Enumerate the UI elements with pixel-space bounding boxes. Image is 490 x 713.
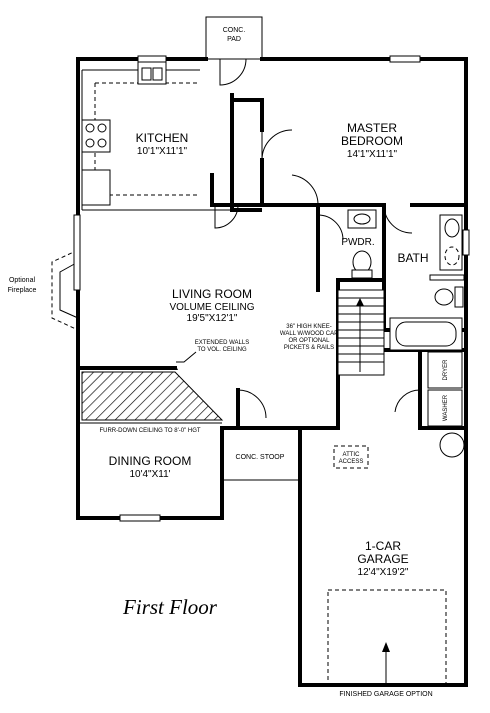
- master-dims: 14'1"X11'1": [347, 149, 398, 160]
- garage-dims: 12'4"X19'2": [358, 567, 409, 578]
- washer-label: WASHER: [443, 394, 449, 421]
- master-name-2: BEDROOM: [341, 134, 403, 148]
- water-heater: [439, 432, 465, 458]
- garage-elements: [327, 445, 447, 686]
- floor-caption: First Floor: [122, 595, 218, 619]
- kitchen-dims: 10'1"X11'1": [137, 146, 188, 157]
- attic-label-1: ATTIC: [343, 452, 361, 458]
- laundry: [427, 351, 463, 427]
- kitchen-name: KITCHEN: [136, 131, 189, 145]
- fireplace-label-2: Fireplace: [8, 287, 37, 294]
- powder-fixtures: [347, 209, 377, 279]
- dryer-label: DRYER: [443, 359, 449, 381]
- furr-down-hatch: [78, 371, 224, 424]
- conc-pad-label-2: PAD: [227, 36, 241, 43]
- stairs: [337, 289, 385, 376]
- fireplace-label-1: Optional: [9, 277, 36, 284]
- furr-down-label: FURR-DOWN CEILING TO 8'-0" HGT: [99, 428, 200, 434]
- kitchen-area: [81, 61, 232, 211]
- finished-garage-label: FINISHED GARAGE OPTION: [339, 691, 432, 698]
- master-name-1: MASTER: [347, 121, 397, 135]
- living-dims: 19'5"X12'1": [187, 313, 238, 324]
- garage-name-2: GARAGE: [357, 552, 408, 566]
- knee-wall-2: WALL W/WOOD CAP: [280, 331, 338, 337]
- conc-stoop-label: CONC. STOOP: [236, 454, 285, 461]
- extended-walls-2: TO VOL. CEILING: [197, 347, 247, 353]
- extended-walls-1: EXTENDED WALLS: [195, 340, 249, 346]
- doors: [214, 58, 421, 419]
- attic-label-2: ACCESS: [339, 459, 364, 465]
- garage-name-1: 1-CAR: [365, 539, 401, 553]
- fireplace-outline: [51, 214, 81, 331]
- dining-dims: 10'4"X11': [129, 469, 170, 480]
- dining-name: DINING ROOM: [109, 454, 192, 468]
- knee-wall-3: OR OPTIONAL: [288, 338, 330, 344]
- labels: CONC. PAD KITCHEN 10'1"X11'1" MASTER BED…: [8, 27, 449, 698]
- conc-pad-label-1: CONC.: [223, 27, 246, 34]
- powder-name: PWDR.: [341, 237, 374, 248]
- bath-fixtures: [389, 214, 465, 351]
- knee-wall-4: PICKETS & RAILS: [284, 345, 334, 351]
- concrete-pad: [205, 16, 263, 60]
- window-marks: [119, 55, 470, 522]
- bath-name: BATH: [397, 251, 428, 265]
- extended-walls-arrow: [172, 351, 197, 370]
- living-name: LIVING ROOM: [172, 287, 252, 301]
- living-sub: VOLUME CEILING: [169, 302, 254, 313]
- knee-wall-1: 36" HIGH KNEE-: [286, 324, 331, 330]
